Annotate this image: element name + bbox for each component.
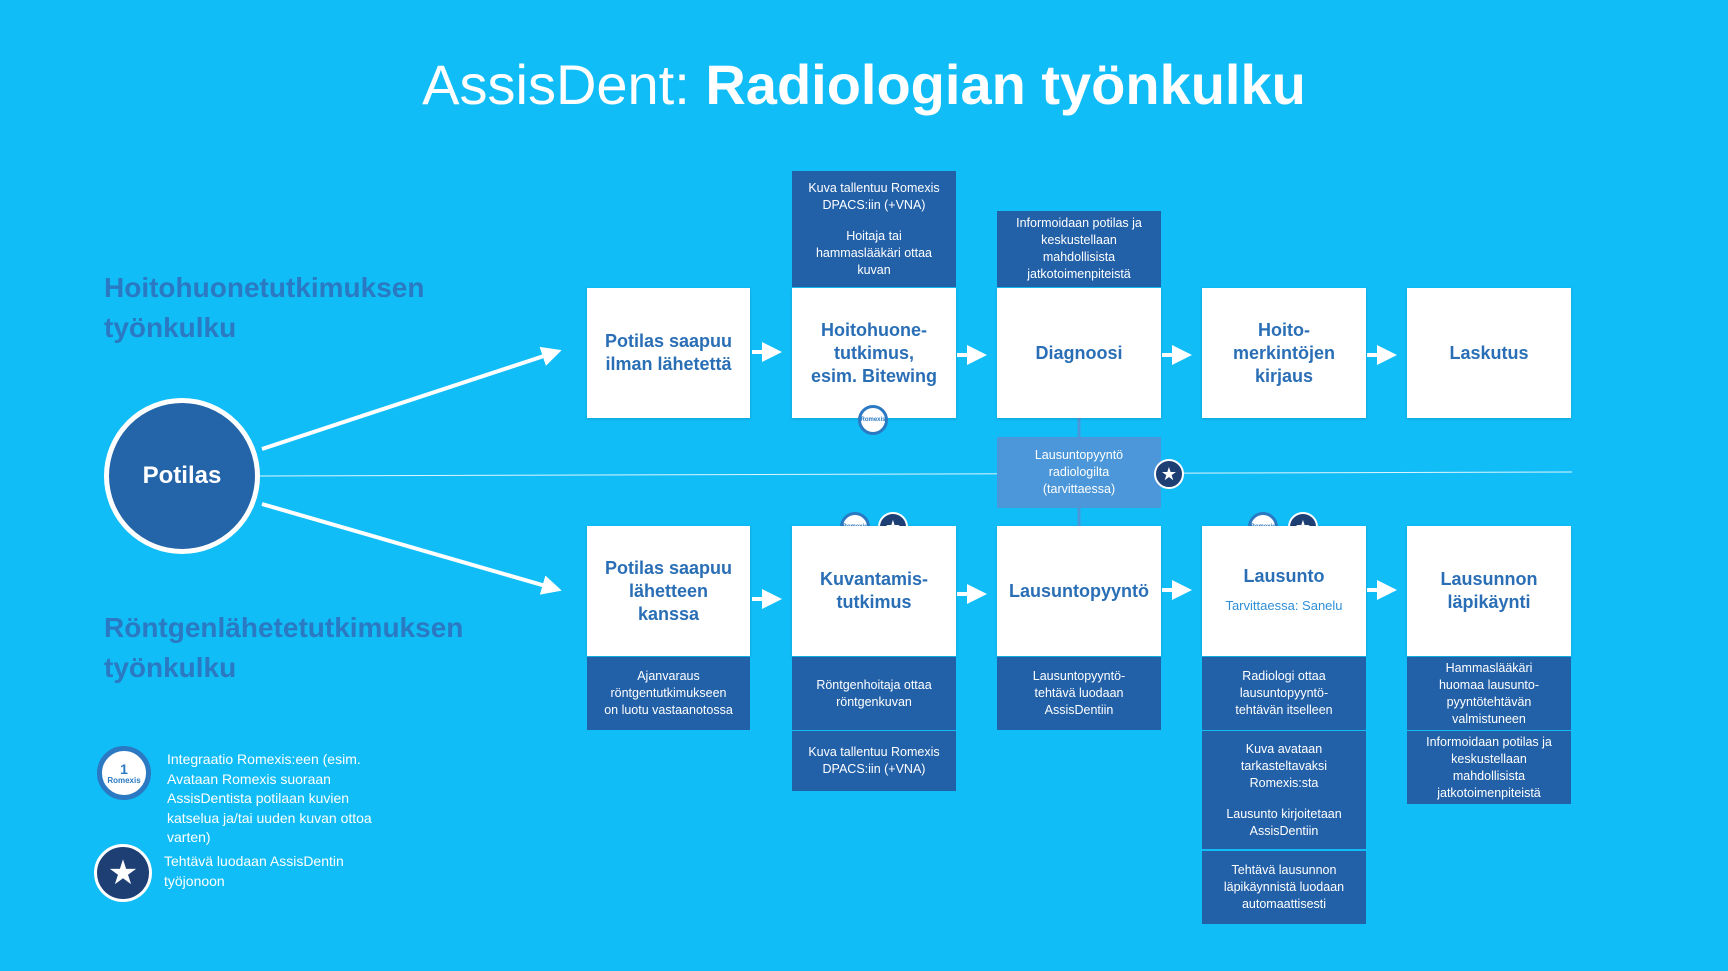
note-lausuntopyynto-radiologilta: Lausuntopyyntö radiologilta (tarvittaess… — [997, 437, 1161, 508]
arrow-icon — [261, 502, 562, 595]
note-diagnoosi-top: Informoidaan potilas ja keskustellaan ma… — [997, 211, 1161, 287]
page-title: AssisDent: Radiologian työnkulku — [0, 52, 1728, 118]
step-laskutus: Laskutus — [1407, 288, 1571, 418]
note-kuva-avataan: Kuva avataan tarkasteltavaksi Romexis:st… — [1202, 731, 1366, 849]
step-kuvantamistutkimus: Kuvantamis- tutkimus — [792, 526, 956, 656]
legend-romexis-text: Integraatio Romexis:een (esim. Avataan R… — [167, 751, 372, 845]
step-lausunto: Lausunto Tarvittaessa: Sanelu — [1202, 526, 1366, 656]
legend-romexis-icon: 1 Romexis — [97, 746, 151, 800]
note-kuvaus-top: Kuva tallentuu Romexis DPACS:iin (+VNA) … — [792, 171, 956, 287]
note-radiologi-ottaa: Radiologi ottaa lausuntopyyntö- tehtävän… — [1202, 657, 1366, 730]
romexis-integration-icon: Romexis — [858, 405, 888, 435]
step-potilas-ilman-lahetetta: Potilas saapuu ilman lähetettä — [587, 288, 750, 418]
top-lane-label: Hoitohuonetutkimuksen työnkulku — [104, 272, 425, 343]
note-kuva-tallentuu: Kuva tallentuu Romexis DPACS:iin (+VNA) — [792, 731, 956, 791]
note-tehtava-lapikaynnista: Tehtävä lausunnon läpikäynnistä luodaan … — [1202, 851, 1366, 924]
worklist-star-icon: ★ — [1154, 459, 1184, 489]
step-hoitomerkinnat: Hoito- merkintöjen kirjaus — [1202, 288, 1366, 418]
step-diagnoosi: Diagnoosi — [997, 288, 1161, 418]
lane-divider — [259, 471, 1573, 477]
note-informoidaan-potilas: Informoidaan potilas ja keskustellaan ma… — [1407, 731, 1571, 804]
bottom-lane-label: Röntgenlähetetutkimuksen työnkulku — [104, 612, 464, 683]
step-lausuntopyynto: Lausuntopyyntö — [997, 526, 1161, 656]
note-lausuntopyynto-tehtava: Lausuntopyyntö- tehtävä luodaan AssisDen… — [997, 657, 1161, 730]
arrow-icon — [261, 346, 562, 451]
title-bold: Radiologian työnkulku — [705, 53, 1306, 116]
legend-star-icon: ★ — [94, 844, 152, 902]
note-ajanvaraus: Ajanvaraus röntgentutkimukseen on luotu … — [587, 657, 750, 730]
note-rontgenhoitaja: Röntgenhoitaja ottaa röntgenkuvan — [792, 657, 956, 730]
step-lausunnon-lapikaynti: Lausunnon läpikäynti — [1407, 526, 1571, 656]
note-hammaslaakari-huomaa: Hammaslääkäri huomaa lausunto- pyyntöteh… — [1407, 657, 1571, 730]
step-hoitohuonetutkimus: Hoitohuone- tutkimus, esim. Bitewing — [792, 288, 956, 418]
legend-star-text: Tehtävä luodaan AssisDentin työjonoon — [164, 853, 344, 889]
title-light: AssisDent: — [422, 53, 690, 116]
patient-node: Potilas — [104, 398, 260, 554]
step-potilas-lahetteen-kanssa: Potilas saapuu lähetteen kanssa — [587, 526, 750, 656]
